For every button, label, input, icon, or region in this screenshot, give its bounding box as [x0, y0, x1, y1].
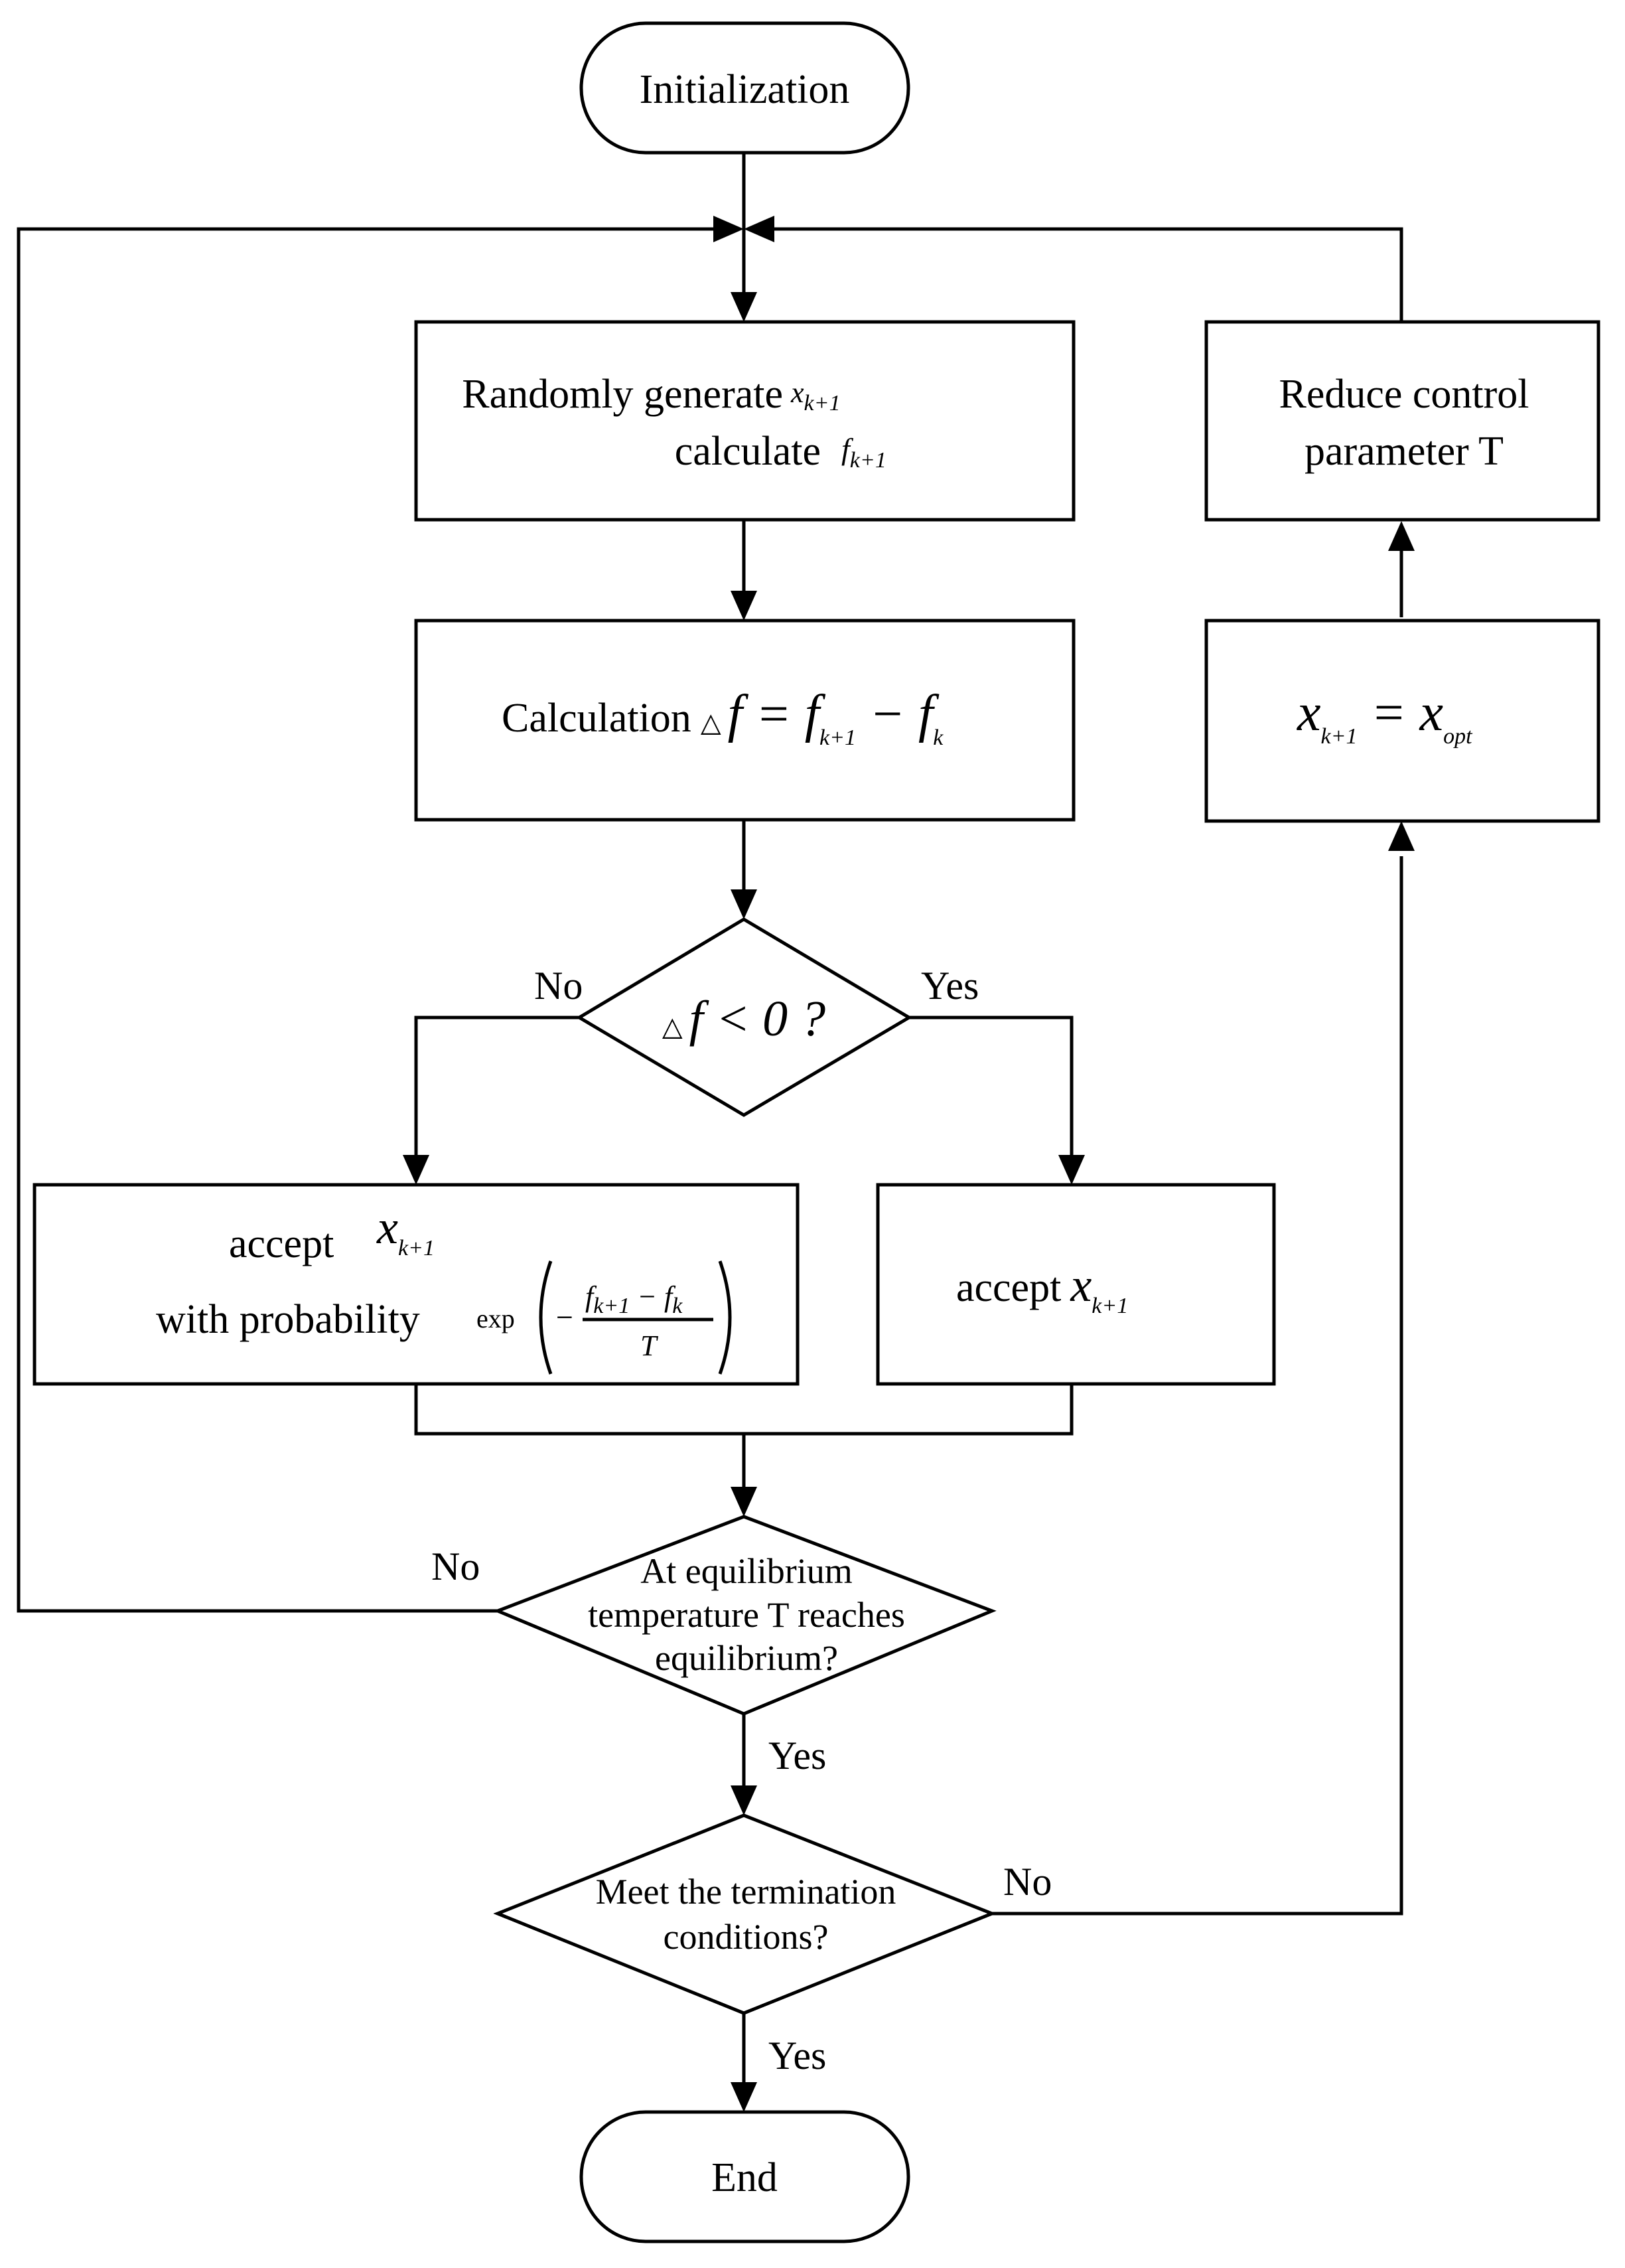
equilibrium-line1: At equilibrium: [640, 1551, 852, 1591]
arrow-to-delta: [731, 591, 757, 621]
svg-text:xk+1 = xopt: xk+1 = xopt: [1297, 684, 1473, 749]
node-generate: Randomly generate xk+1 calculate fk+1: [414, 320, 1076, 522]
arrow-to-generate: [731, 292, 757, 322]
termination-no-label: No: [1003, 1860, 1052, 1904]
edge-accept-merge: [414, 1384, 1074, 1436]
svg-text:Randomly generate: Randomly generate: [462, 372, 783, 417]
assign-sub2: opt: [1443, 724, 1473, 749]
arrow-to-end: [731, 2082, 757, 2112]
decision-delta-triangle: △: [662, 1012, 683, 1041]
accept-prob-line2: with probability: [156, 1297, 420, 1342]
arrow-to-termination: [731, 1785, 757, 1815]
accept-sub: k+1: [1092, 1294, 1128, 1318]
svg-text:Calculation △ f =: Calculation △ f = fk+1 − fk: [502, 685, 944, 750]
svg-text:fk+1 − fk: fk+1 − fk: [585, 1280, 683, 1318]
accept-prob-num-sub2: k: [672, 1294, 683, 1318]
equilibrium-line2: temperature T reaches: [588, 1595, 905, 1635]
generate-sub-f: k+1: [850, 448, 886, 473]
equilibrium-yes-label: Yes: [768, 1734, 826, 1777]
svg-text:xk+1: xk+1: [376, 1201, 435, 1260]
delta-minus: − f: [856, 685, 940, 743]
accept-prob-neg: −: [556, 1300, 573, 1334]
accept-prob-exp: exp: [476, 1304, 515, 1333]
node-end: End: [579, 2110, 910, 2243]
node-initialization: Initialization: [579, 21, 910, 155]
arrowheads: [403, 216, 1415, 2112]
delta-formula: f = f: [728, 685, 826, 743]
arrow-merge-right: [713, 216, 744, 242]
assign-eq: = x: [1358, 684, 1444, 742]
termination-line2: conditions?: [664, 1917, 829, 1957]
reduce-line1: Reduce control: [1279, 372, 1529, 417]
arrow-to-accept-prob: [403, 1155, 429, 1185]
arrow-to-reduce: [1388, 521, 1415, 551]
edge-reduce-loop: [774, 227, 1403, 321]
svg-text:xk+1: xk+1: [790, 376, 841, 416]
svg-text:△ f < 0 ?: △ f < 0 ?: [662, 991, 825, 1047]
edge-equilibrium-no-loop: [17, 227, 713, 1613]
accept-prob-var-x: x: [376, 1201, 398, 1254]
accept-prob-num-minus: − f: [630, 1280, 676, 1313]
arrow-merge-left: [744, 216, 774, 242]
assign-var-x: x: [1297, 684, 1321, 742]
node-delta: Calculation △ f = fk+1 − fk: [414, 619, 1076, 822]
end-label: End: [711, 2155, 778, 2200]
node-decision-delta: △ f < 0 ? No Yes: [534, 917, 979, 1117]
generate-line1: Randomly generate: [462, 372, 783, 417]
edge-termination-no: [992, 856, 1403, 1916]
accept-prob-right-paren: [718, 1260, 732, 1375]
arrow-to-accept: [1058, 1155, 1085, 1185]
node-assign-opt: xk+1 = xopt: [1204, 619, 1600, 823]
delta-prefix: Calculation: [502, 696, 691, 741]
delta-sub1: k+1: [819, 725, 856, 750]
accept-prob-den: T: [640, 1329, 659, 1362]
svg-text:calculate: calculate: [675, 429, 821, 474]
delta-triangle: △: [701, 708, 721, 737]
arrow-to-decision: [731, 889, 757, 919]
assign-sub1: k+1: [1321, 724, 1358, 749]
delta-sub2: k: [933, 725, 944, 750]
termination-yes-label: Yes: [768, 2034, 826, 2078]
node-decision-equilibrium: At equilibrium temperature T reaches equ…: [431, 1515, 997, 1777]
generate-line2: calculate: [675, 429, 821, 474]
node-accept-probability: accept xk+1 with probability exp − fk+1 …: [33, 1183, 800, 1386]
decision-delta-yes-label: Yes: [921, 964, 979, 1008]
accept-prob-line1: accept: [229, 1221, 334, 1266]
connectors: [17, 153, 1403, 2084]
generate-var-x: x: [790, 376, 804, 409]
accept-prob-left-paren: [539, 1260, 553, 1375]
initialization-label: Initialization: [640, 67, 850, 112]
reduce-line2: parameter T: [1305, 429, 1504, 474]
accept-prob-num-sub1: k+1: [593, 1294, 630, 1318]
equilibrium-no-label: No: [431, 1545, 480, 1588]
node-accept: accept xk+1: [876, 1183, 1276, 1386]
svg-text:accept xk+1: accept xk+1: [956, 1258, 1128, 1318]
arrow-to-assign-opt: [1388, 821, 1415, 851]
edge-decision-no: [414, 1016, 579, 1156]
equilibrium-line3: equilibrium?: [655, 1638, 838, 1678]
termination-line1: Meet the termination: [596, 1872, 896, 1912]
accept-prob-sub: k+1: [398, 1236, 435, 1260]
arrow-to-equilibrium: [731, 1487, 757, 1517]
accept-var-x: x: [1070, 1258, 1092, 1312]
generate-sub-x: k+1: [804, 391, 841, 416]
node-reduce: Reduce control parameter T: [1204, 320, 1600, 522]
node-decision-termination: Meet the termination conditions? No Yes: [493, 1813, 1052, 2078]
decision-delta-formula: f < 0 ?: [689, 991, 825, 1047]
edge-decision-yes: [909, 1016, 1074, 1156]
accept-label: accept: [956, 1265, 1061, 1310]
decision-delta-no-label: No: [534, 964, 583, 1008]
